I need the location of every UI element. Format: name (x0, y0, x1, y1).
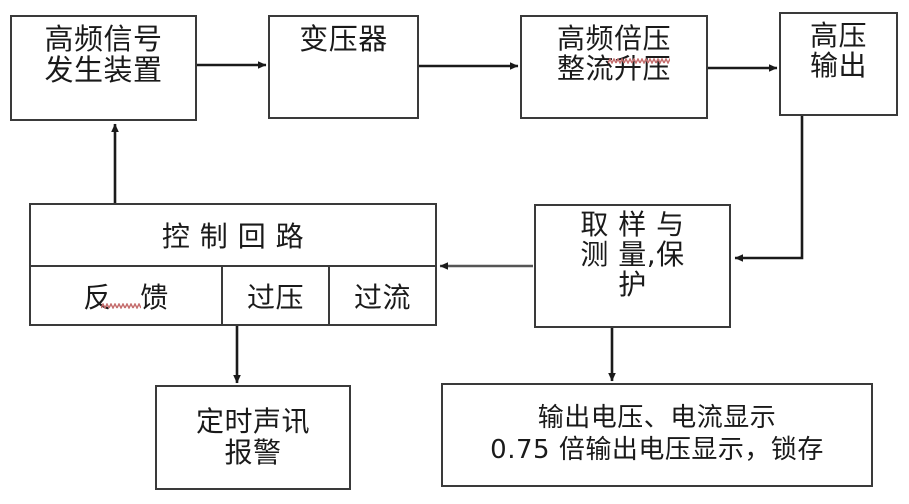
control-loop-cell-row: 反 馈 过压 过流 (31, 267, 435, 324)
block-label-line-2: 发生装置 (44, 53, 163, 88)
block-label-line-2: 0.75 倍输出电压显示，锁存 (490, 435, 824, 465)
block-label-line-1: 取 样 与 (580, 208, 685, 241)
block-high-frequency-voltage-doubler-rectifier[interactable]: 高频倍压 整流升压 (520, 15, 708, 119)
control-cell-feedback[interactable]: 反 馈 (31, 267, 221, 324)
block-label-line-1: 高频信号 (44, 22, 163, 56)
block-control-loop[interactable]: 控 制 回 路 反 馈 过压 过流 (29, 203, 437, 326)
control-cell-label: 反 馈 (83, 280, 169, 314)
block-sampling-measurement-protection[interactable]: 取 样 与 测 量,保 护 (534, 204, 731, 328)
block-label-line-2: 输出 (809, 49, 867, 83)
block-high-frequency-signal-generator[interactable]: 高频信号 发生装置 (10, 15, 197, 121)
block-output-voltage-current-display[interactable]: 输出电压、电流显示 0.75 倍输出电压显示，锁存 (441, 383, 873, 487)
connector-hv-output-to-sampling (734, 116, 804, 262)
block-label-line-1: 输出电压、电流显示 (537, 403, 777, 434)
block-label-line-2: 整流升压 (556, 52, 671, 86)
control-cell-label: 过压 (246, 280, 304, 314)
block-label-line-3: 护 (618, 268, 647, 302)
block-label-line-1: 定时声讯 (195, 405, 310, 439)
block-high-voltage-output[interactable]: 高压 输出 (779, 12, 898, 116)
block-label-line-2: 测 量,保 (580, 238, 685, 272)
block-label-line-1: 高压 (809, 19, 867, 52)
control-cell-overvoltage[interactable]: 过压 (221, 267, 330, 324)
block-label-line-1: 高频倍压 (556, 22, 671, 55)
control-cell-overcurrent[interactable]: 过流 (330, 267, 435, 324)
block-label-line-1: 变压器 (299, 22, 388, 56)
block-transformer[interactable]: 变压器 (268, 15, 419, 119)
block-timed-audio-alarm[interactable]: 定时声讯 报警 (155, 385, 351, 490)
control-loop-title: 控 制 回 路 (31, 205, 435, 267)
control-cell-label: 过流 (353, 280, 411, 314)
block-label-line-2: 报警 (224, 435, 282, 469)
